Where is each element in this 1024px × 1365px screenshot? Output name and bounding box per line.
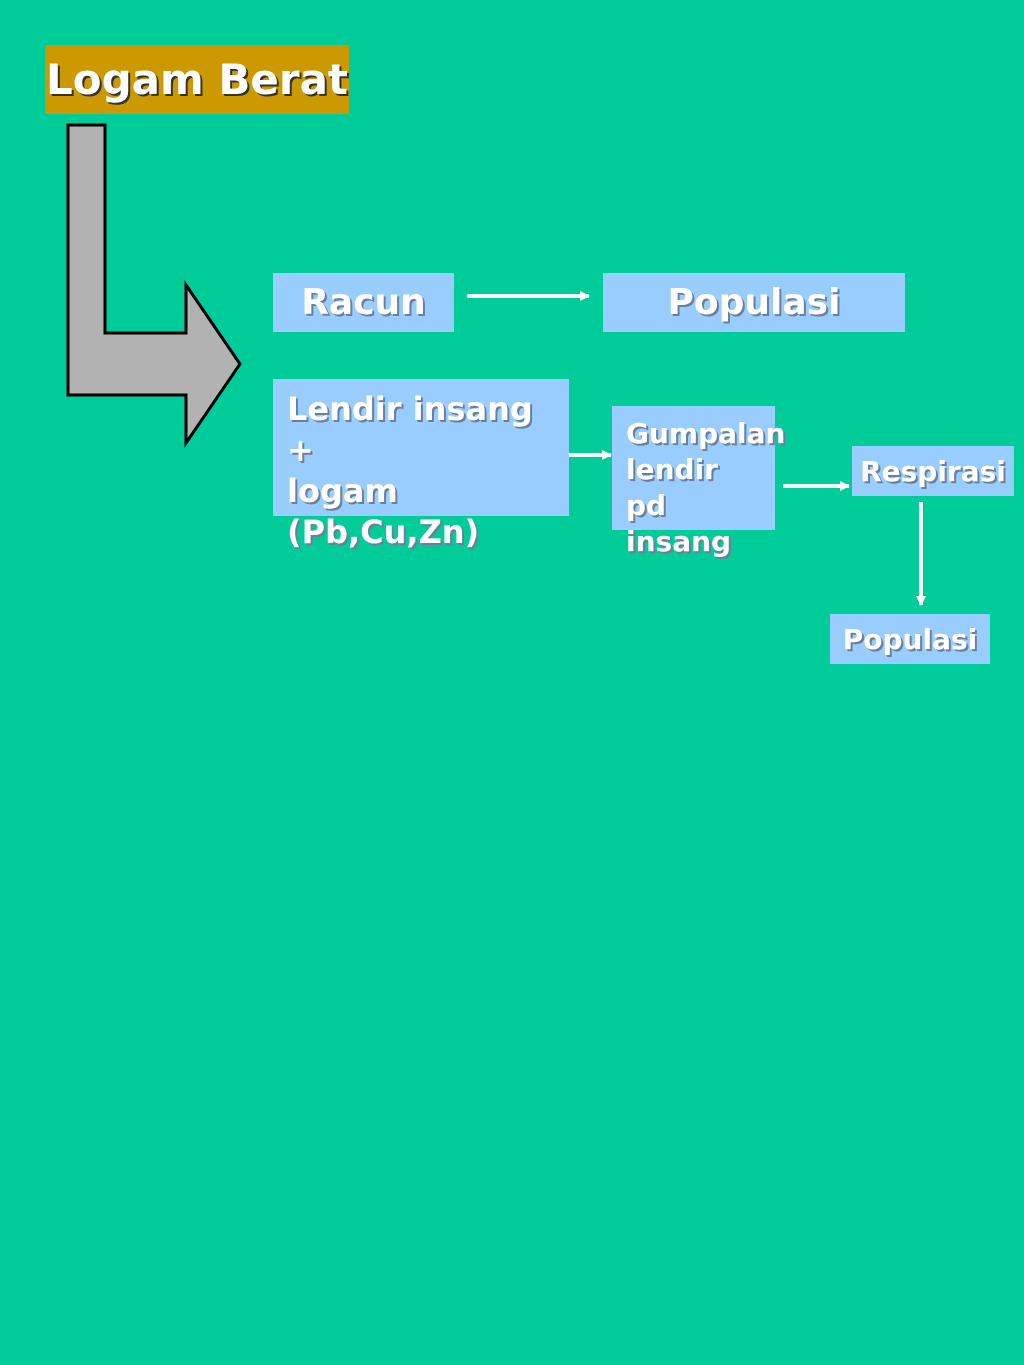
node-gumpalan: Gumpalan lendir pd insang <box>612 406 785 558</box>
node-respirasi: Respirasi <box>852 446 1014 496</box>
bent-down-right-arrow-icon <box>66 123 242 448</box>
slide-title: Logam Berat <box>45 45 349 114</box>
node-populasi-top: Populasi <box>603 273 905 332</box>
node-racun: Racun <box>273 273 454 332</box>
node-lendir-insang: Lendir insang + logam (Pb,Cu,Zn) <box>273 379 569 551</box>
node-populasi-bottom: Populasi <box>830 614 990 664</box>
